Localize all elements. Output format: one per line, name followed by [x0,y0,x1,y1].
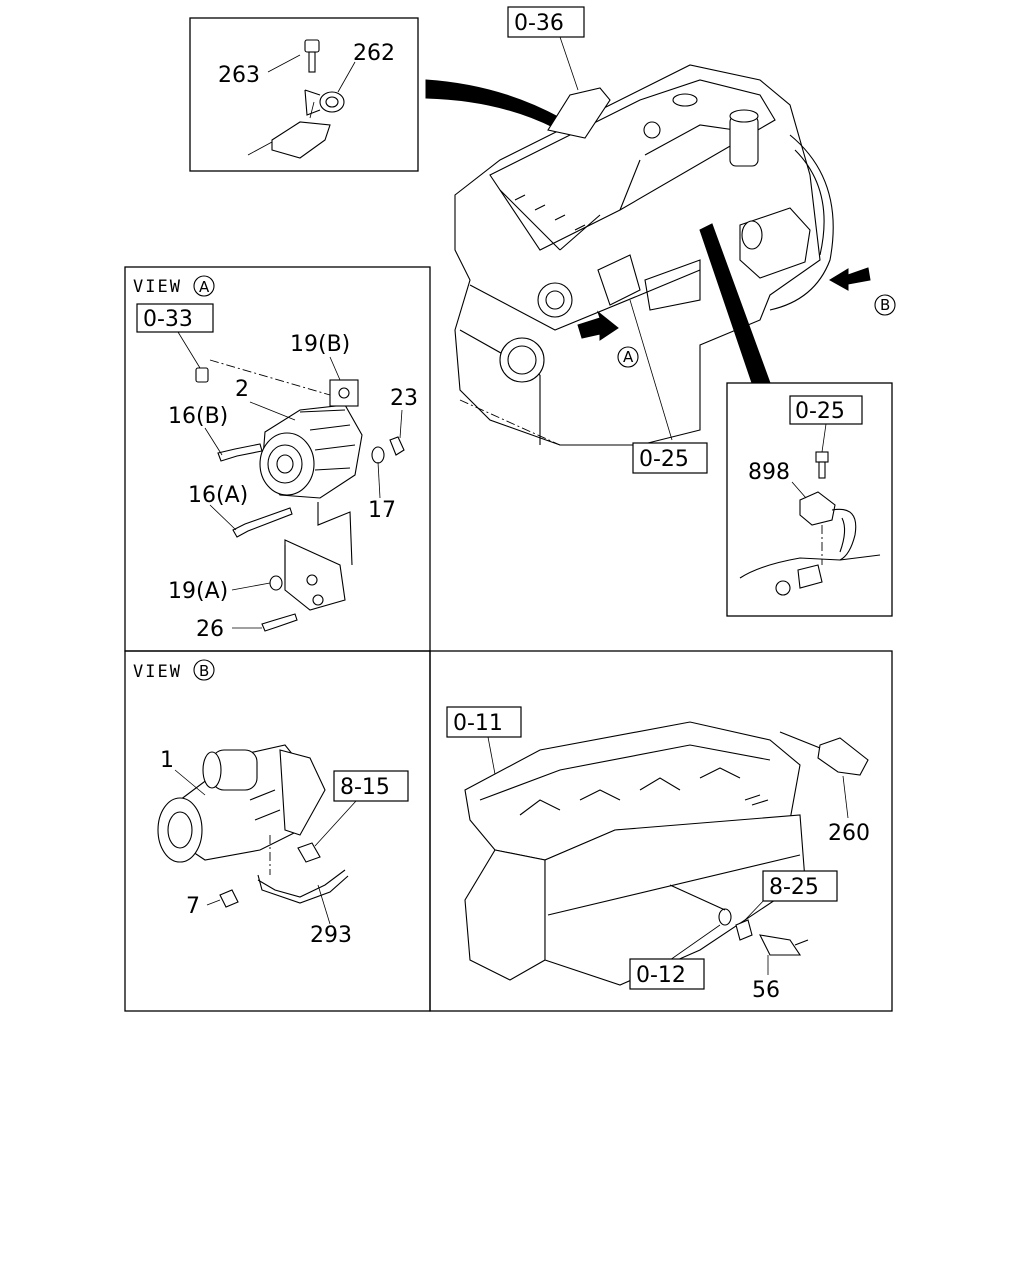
view-a-title: VIEW [133,277,182,297]
view-b-title: VIEW [133,662,182,682]
view-b-title-letter: B [199,662,209,680]
ref-0-25-right: 0-25 [795,399,845,424]
detail-panel-bracket: 263 262 [189,17,419,172]
cylinder-block-panel: 0-11 260 8-25 0-12 56 [429,650,893,1012]
part-label-1: 1 [160,748,174,773]
svg-text:0-36: 0-36 [514,11,564,36]
part-label-23: 23 [390,386,418,411]
view-a-panel: VIEW A 0-33 [124,266,431,652]
part-label-26: 26 [196,617,224,642]
part-label-16b: 16(B) [168,404,228,429]
ref-0-25-main: 0-25 [632,442,708,474]
view-b-marker: B [880,296,890,314]
part-label-7: 7 [186,894,200,919]
part-label-19b: 19(B) [290,332,350,357]
view-b-panel: VIEW B 8-15 1 7 293 [124,650,431,1012]
clamp-262-drawing [304,89,345,116]
part-label-2: 2 [235,377,249,402]
part-label-262: 262 [353,41,395,66]
detail-panel-sensor-898: 0-25 898 [726,382,893,617]
part-label-19a: 19(A) [168,579,228,604]
bolt-263-drawing [304,39,320,73]
view-b-arrow [829,267,871,291]
part-label-293: 293 [310,923,352,948]
part-label-260: 260 [828,821,870,846]
alternator-drawing [259,379,363,611]
ref-0-33: 0-33 [143,307,193,332]
view-a-marker: A [623,348,634,366]
part-label-898: 898 [748,460,790,485]
ref-8-15: 8-15 [340,775,390,800]
svg-text:0-25: 0-25 [639,447,689,472]
starter-motor-drawing [157,744,326,863]
ref-0-11: 0-11 [453,711,503,736]
bracket-drawing [247,101,331,159]
ref-0-12: 0-12 [636,963,686,988]
part-label-16a: 16(A) [188,483,248,508]
engine-assembly-drawing [454,64,834,446]
cylinder-head-drawing [464,721,806,986]
callout-wedge-top [425,79,561,129]
ref-8-25: 8-25 [769,875,819,900]
part-label-17: 17 [368,498,396,523]
part-label-56: 56 [752,978,780,1003]
ref-0-36: 0-36 [507,6,585,91]
view-a-arrow [577,310,619,341]
view-a-title-letter: A [199,278,210,296]
part-label-263: 263 [218,63,260,88]
